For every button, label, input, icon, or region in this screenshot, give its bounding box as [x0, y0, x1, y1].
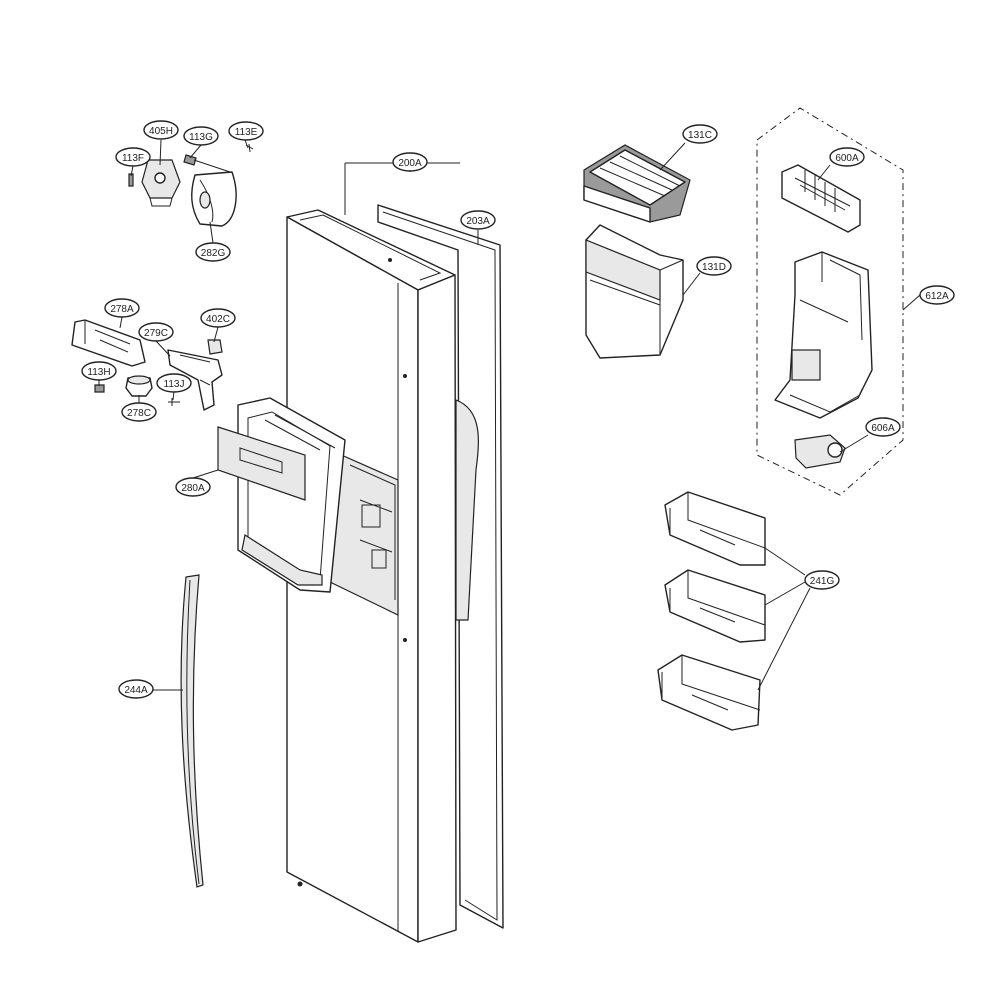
svg-text:113G: 113G [189, 132, 213, 143]
part-ice-maker-housing [774, 251, 873, 419]
svg-text:405H: 405H [149, 126, 173, 137]
callout-282g: 282G [195, 242, 231, 262]
part-131d-ice-bin [585, 224, 684, 359]
callout-203a: 203A [460, 210, 496, 230]
part-278a-control-board [71, 319, 146, 367]
part-600a-ice-maker [781, 164, 861, 233]
part-203a-door-gasket [377, 204, 504, 929]
svg-text:241G: 241G [810, 576, 835, 587]
part-606a-motor [794, 434, 846, 469]
svg-text:244A: 244A [124, 685, 148, 696]
svg-text:131C: 131C [688, 130, 712, 141]
callout-244a: 244A [118, 679, 154, 699]
part-241g-door-bin-middle [664, 569, 766, 643]
svg-text:606A: 606A [871, 423, 895, 434]
part-405h-switch [141, 159, 181, 207]
group-612a-ice-maker-assembly [756, 107, 904, 496]
part-282g-cover [191, 171, 237, 227]
callout-278c: 278C [121, 402, 157, 422]
svg-text:402C: 402C [206, 314, 230, 325]
callout-402c: 402C [200, 308, 236, 328]
callout-278a: 278A [104, 298, 140, 318]
part-280a-dispenser-cover [217, 426, 306, 501]
callout-612a: 612A [919, 285, 955, 305]
svg-text:612A: 612A [925, 291, 949, 302]
svg-text:203A: 203A [466, 216, 490, 227]
callout-113g: 113G [183, 126, 219, 146]
callout-606a: 606A [865, 417, 901, 437]
svg-text:280A: 280A [181, 483, 205, 494]
svg-text:113E: 113E [235, 127, 258, 138]
part-113h-screw [94, 384, 105, 393]
part-131c-ice-bin-cover [583, 144, 691, 223]
callout-200a: 200A [392, 152, 428, 172]
callout-241g: 241G [804, 570, 840, 590]
svg-text:282G: 282G [201, 248, 226, 259]
part-402c-switch [207, 339, 223, 355]
part-279c-lever [167, 349, 223, 411]
callout-113j: 113J [156, 373, 192, 393]
callout-113h: 113H [81, 361, 117, 381]
part-278c-knob [125, 375, 153, 397]
leader-lines [98, 139, 921, 691]
svg-text:600A: 600A [835, 153, 859, 164]
part-200a-door-assembly [286, 209, 479, 943]
callout-280a: 280A [175, 477, 211, 497]
callout-131d: 131D [696, 256, 732, 276]
svg-text:278C: 278C [127, 408, 151, 419]
callout-131c: 131C [682, 124, 718, 144]
svg-text:113H: 113H [87, 367, 110, 378]
callout-600a: 600A [829, 147, 865, 167]
svg-text:278A: 278A [110, 304, 134, 315]
callout-279c: 279C [138, 322, 174, 342]
part-244a-door-handle [180, 574, 204, 888]
svg-text:279C: 279C [144, 328, 168, 339]
callout-113e: 113E [228, 121, 264, 141]
part-241g-door-bin-top [664, 491, 766, 566]
svg-text:131D: 131D [702, 262, 726, 273]
callout-405h: 405H [143, 120, 179, 140]
svg-text:113J: 113J [164, 379, 185, 390]
svg-text:113F: 113F [122, 153, 144, 164]
callout-113f: 113F [115, 147, 151, 167]
part-113j-screw [168, 398, 180, 406]
part-241g-door-bin-bottom [657, 654, 761, 731]
part-113g-screw [183, 154, 231, 173]
svg-text:200A: 200A [398, 158, 422, 169]
